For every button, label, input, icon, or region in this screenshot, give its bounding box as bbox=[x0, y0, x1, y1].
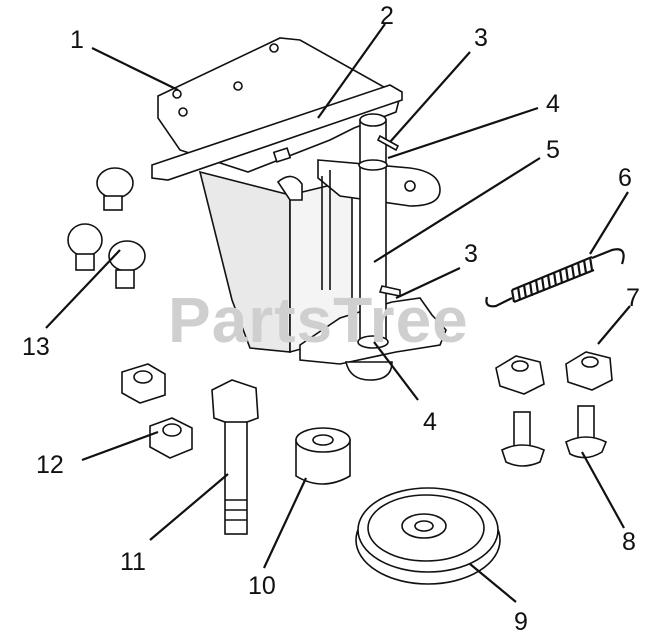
part-2-arm-strap bbox=[151, 84, 403, 181]
callout-9: 9 bbox=[514, 608, 528, 636]
callout-5: 5 bbox=[546, 136, 560, 164]
callout-12: 12 bbox=[36, 451, 64, 479]
part-9-pulley bbox=[355, 487, 501, 585]
part-13-clamps bbox=[67, 167, 146, 289]
part-6-extension-spring bbox=[485, 248, 625, 308]
callout-3-bottom: 3 bbox=[464, 240, 478, 268]
watermark-text: PartsTree bbox=[168, 284, 469, 356]
callout-13: 13 bbox=[22, 333, 50, 361]
callout-10: 10 bbox=[248, 572, 276, 600]
callout-labels: 1 2 3 4 5 6 3 7 13 4 12 11 10 9 8 bbox=[22, 2, 640, 636]
callout-6: 6 bbox=[618, 164, 632, 192]
part-8-carriage-bolts bbox=[501, 405, 608, 467]
callout-4-bottom: 4 bbox=[423, 408, 437, 436]
part-5-pivot-shaft bbox=[317, 113, 441, 349]
callout-3-top: 3 bbox=[474, 24, 488, 52]
part-3-cotter-pins bbox=[376, 134, 401, 297]
callout-1: 1 bbox=[70, 26, 84, 54]
callout-11: 11 bbox=[120, 548, 146, 576]
callout-4-top: 4 bbox=[546, 90, 560, 118]
part-12-flange-nuts bbox=[121, 363, 193, 459]
callout-2: 2 bbox=[380, 2, 394, 30]
part-10-spacer bbox=[295, 427, 351, 485]
leader-lines bbox=[45, 23, 631, 603]
part-11-hex-bolt bbox=[211, 379, 259, 535]
callout-8: 8 bbox=[622, 528, 636, 556]
part-7-flange-nuts bbox=[495, 351, 613, 395]
callout-7: 7 bbox=[626, 284, 640, 312]
